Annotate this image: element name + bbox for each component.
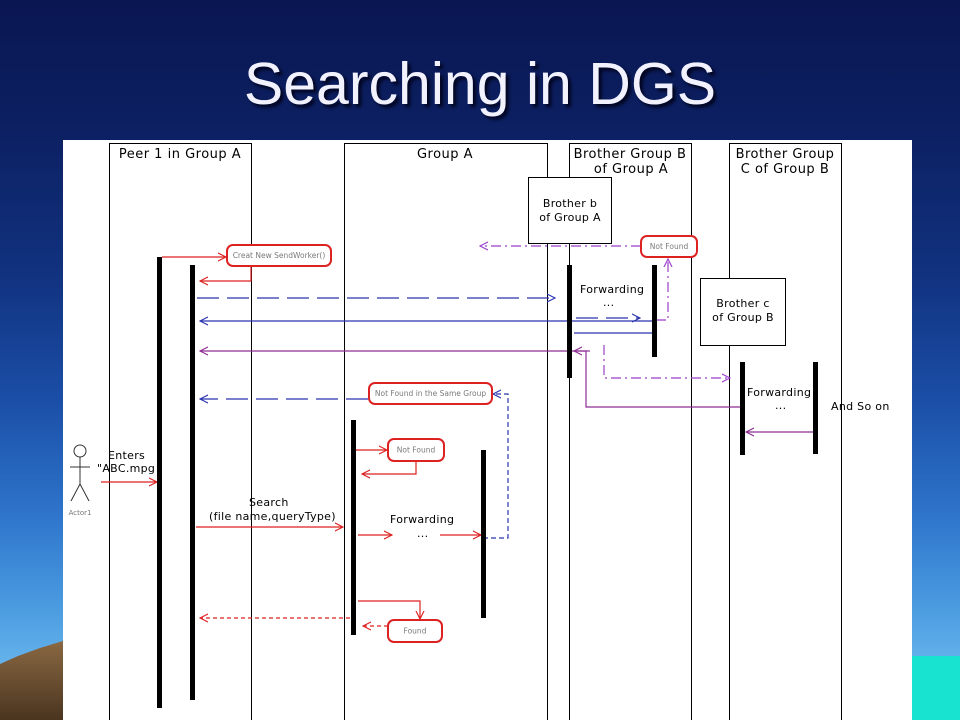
note-box [387,438,445,462]
note-text: Not Found [650,242,689,251]
actor-leg-left [70,483,81,502]
activation-bar-brother-c [740,362,745,455]
sea-decoration [912,656,960,720]
activation-bar-brother-c-forward [813,362,818,454]
lane-brother-group-c [729,143,842,720]
mountain-decoration [0,641,63,720]
object-brother-c: Brother c of Group B [700,278,786,346]
lane-header-brother-c-line2: C of Group B [741,162,830,177]
object-box [528,177,612,244]
note-box [226,244,332,267]
message-found-arrow [358,600,420,619]
note-text: Not Found in the Same Group [375,389,486,398]
lane-group-a [344,143,548,720]
label-search: Search [249,496,289,509]
note-not-found-same-group: Not Found in the Same Group [368,382,493,405]
lane-peer1-group-a [109,143,252,720]
activation-bar-group-a-forward [481,450,486,618]
message-sendworker-return-arrow [200,266,252,281]
note-box [387,619,443,643]
activation-bar-peer1 [157,257,162,708]
object-label-line2: of Group A [539,211,601,224]
lanes [109,143,842,720]
message-group-a-not-found-loop-arrow [483,394,509,539]
activation-bar-brother-b-forward [652,265,657,357]
lane-header-brother-b-line2: of Group A [594,162,668,177]
label-search-params: (file name,queryType) [209,510,336,523]
label-forwarding-brother-b: Forwarding [580,283,644,296]
note-found: Found [387,619,443,643]
messages [101,246,813,626]
note-box [368,382,493,405]
object-label-line1: Brother b [543,197,597,210]
message-brother-c-reply-arrow [200,351,742,408]
note-text: Not Found [397,446,436,455]
object-brother-b: Brother b of Group A [528,177,612,244]
label-file-name: "ABC.mpg [97,462,155,475]
label-ellipsis-brother-c: ... [775,399,786,412]
object-label-line2: of Group B [712,311,774,324]
label-forwarding-brother-c: Forwarding [747,386,811,399]
activation-bars [157,257,818,708]
actor-label: Actor1 [69,509,92,517]
actor-figure: Actor1 [69,444,92,517]
activation-bar-group-a [351,420,356,635]
lane-header-peer1: Peer 1 in Group A [119,147,241,162]
labels: Forwarding ... Forwarding ... And So on … [97,283,890,540]
lane-brother-group-b [569,143,692,720]
label-and-so-on: And So on [831,400,890,413]
label-ellipsis-group-a: ... [417,527,428,540]
lane-header-brother-c-line1: Brother Group [736,147,835,162]
slide-title: Searching in DGS [243,51,717,117]
label-ellipsis-brother-b: ... [603,296,614,309]
message-group-a-not-found-return-arrow [362,461,417,474]
diagram-panel [63,140,912,720]
note-not-found-group-a: Not Found [387,438,445,462]
object-box [700,278,786,346]
object-label-line1: Brother c [716,297,769,310]
label-forwarding-group-a: Forwarding [390,513,454,526]
note-create-sendworker: Creat New SendWorker() [226,244,332,267]
activation-bar-sendworker [190,265,195,700]
note-not-found-brother-b: Not Found [640,235,698,258]
lane-header-brother-b-line1: Brother Group B [574,147,687,162]
note-box [640,235,698,258]
note-text: Found [404,627,427,636]
lane-header-group-a: Group A [417,147,473,162]
label-enters: Enters [108,449,145,462]
lane-headers: Peer 1 in Group A Group A Brother Group … [119,147,835,177]
note-text: Creat New SendWorker() [233,251,326,260]
message-brother-b-not-found-up-arrow [656,259,668,321]
actor-leg-right [79,483,90,502]
activation-bar-brother-b [567,265,572,378]
